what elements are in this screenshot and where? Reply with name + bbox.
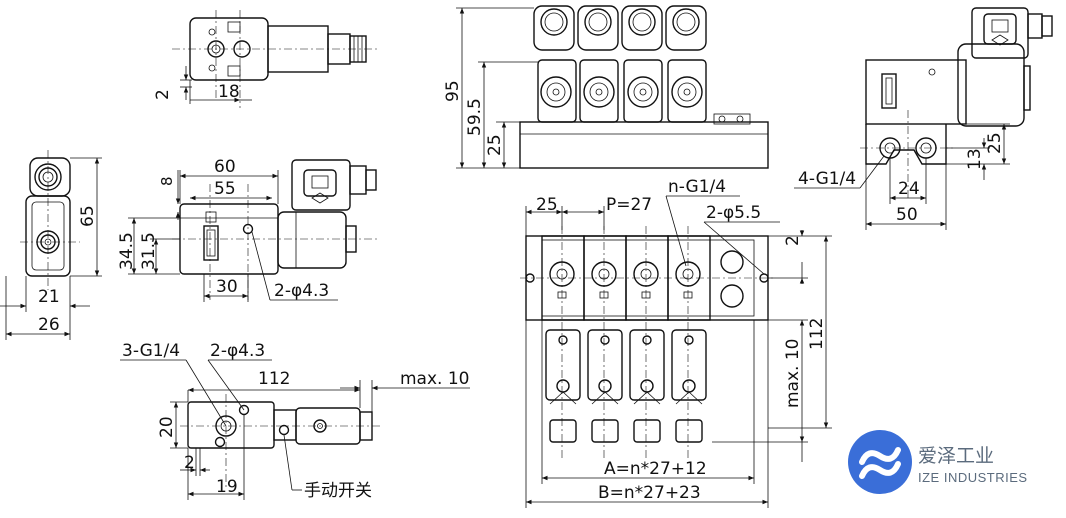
company-logo: 爱泽工业 IZE INDUSTRIES — [848, 430, 1028, 494]
valve-station-4 — [667, 235, 711, 443]
manifold-plan-dim-112: 112 — [807, 318, 827, 350]
side-view-dim-34-5: 34.5 — [117, 232, 137, 270]
right-view-dim-24: 24 — [898, 179, 920, 199]
valve-station-3 — [625, 235, 669, 443]
valve-station-2 — [583, 235, 627, 443]
end-view-dim-26: 26 — [38, 315, 60, 335]
manifold-front-dim-25: 25 — [485, 134, 505, 156]
manifold-plan-formula-b: B=n*27+23 — [598, 483, 701, 503]
bottom-view-manual-switch: 手动开关 — [304, 481, 372, 501]
side-view-hole-label: 2-φ4.3 — [274, 281, 329, 301]
bottom-view-dim-19: 19 — [216, 477, 238, 497]
bottom-view-hole-label: 2-φ4.3 — [210, 341, 265, 361]
manifold-plan-pitch: P=27 — [606, 195, 652, 215]
right-view-dim-50: 50 — [896, 205, 918, 225]
end-view — [0, 150, 102, 340]
top-view-dim-2: 2 — [153, 89, 173, 100]
side-view-dim-30: 30 — [216, 277, 238, 297]
manifold-front-dim-95: 95 — [443, 80, 463, 102]
top-view-dim-18: 18 — [218, 82, 240, 102]
manifold-plan-port-label: n-G1/4 — [668, 177, 726, 197]
right-view-dim-25: 25 — [985, 132, 1005, 154]
solenoid-2 — [577, 5, 619, 123]
manifold-plan-formula-a: A=n*27+12 — [604, 459, 707, 479]
end-view-dim-21: 21 — [38, 287, 60, 307]
bottom-view-port-label: 3-G1/4 — [122, 341, 180, 361]
manifold-front-dim-59-5: 59.5 — [465, 98, 485, 136]
logo-name-cn: 爱泽工业 — [918, 445, 994, 467]
logo-name-en: IZE INDUSTRIES — [918, 470, 1028, 485]
bottom-view-dim-20: 20 — [157, 416, 177, 438]
manifold-plan-dim-25: 25 — [536, 195, 558, 215]
right-view-port-label: 4-G1/4 — [798, 169, 856, 189]
bottom-view-dim-max10: max. 10 — [400, 369, 469, 389]
manifold-plan-view — [520, 195, 832, 508]
manifold-plan-dim-2: 2 — [783, 235, 803, 246]
bottom-view — [120, 359, 470, 500]
side-view-dim-8: 8 — [158, 176, 176, 186]
side-view-dim-55: 55 — [214, 179, 236, 199]
side-view — [128, 159, 380, 302]
solenoid-1 — [533, 5, 577, 123]
end-view-dim-65: 65 — [78, 205, 98, 227]
right-view-dim-13: 13 — [965, 148, 985, 170]
logo-mark — [848, 430, 912, 494]
valve-station-1 — [541, 235, 585, 443]
bottom-view-dim-112: 112 — [258, 369, 290, 389]
manifold-front-view — [456, 5, 769, 169]
manifold-plan-dim-max10: max. 10 — [783, 339, 803, 408]
solenoid-4 — [665, 5, 707, 123]
right-view — [794, 7, 1053, 230]
top-view — [172, 10, 378, 108]
bottom-view-dim-2: 2 — [184, 453, 195, 473]
solenoid-3 — [621, 5, 663, 123]
manifold-plan-hole-label: 2-φ5.5 — [706, 203, 761, 223]
side-view-dim-31-5: 31.5 — [139, 232, 159, 270]
side-view-dim-60: 60 — [214, 157, 236, 177]
